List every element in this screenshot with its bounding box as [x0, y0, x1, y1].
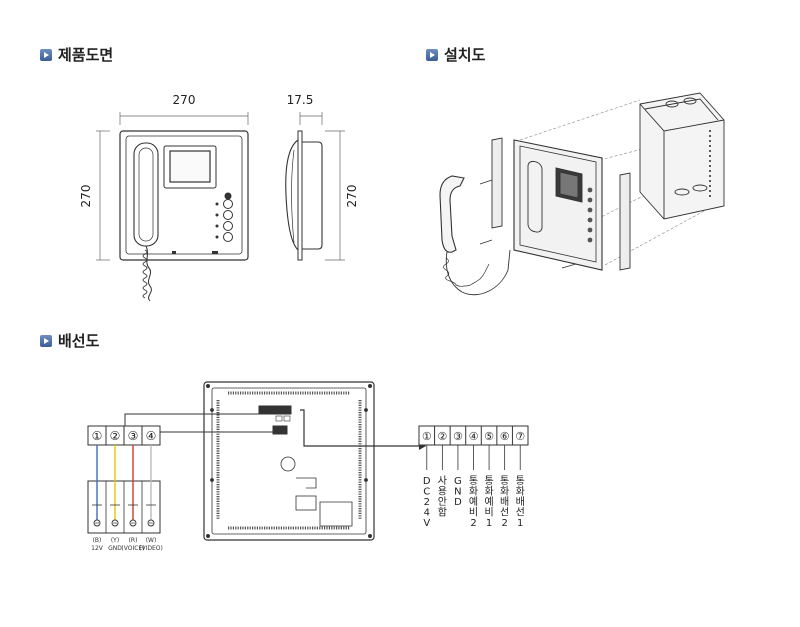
terminal-label-char: 사 [438, 475, 447, 487]
section-header-wiring: 배선도 [40, 330, 99, 351]
terminal-label-char: 예 [484, 496, 493, 508]
terminal-number: ④ [146, 429, 157, 443]
terminal-number: ② [110, 429, 121, 443]
section-title: 제품도면 [58, 46, 114, 64]
terminal-label-char: 화 [484, 486, 493, 498]
wire-name: (VOICE) [121, 545, 144, 552]
terminal-number: ② [437, 430, 447, 443]
dim-side-height: 270 [345, 185, 359, 208]
terminal-label-char: D [423, 476, 431, 487]
terminal-label-char: 1 [486, 518, 492, 529]
wire-code: (R) [129, 537, 138, 544]
terminal-label-char: 2 [501, 518, 507, 529]
wire-code: (Y) [111, 537, 119, 544]
terminal-label-char: 1 [517, 518, 523, 529]
section-header-install: 설치도 [426, 44, 485, 65]
wire-name: 12V [91, 545, 104, 552]
terminal-label-char: 화 [500, 486, 509, 498]
terminal-label-char: 예 [469, 496, 478, 508]
dim-side-depth: 17.5 [287, 93, 314, 107]
terminal-label-char: D [454, 497, 462, 508]
section-header-drawing: 제품도면 [40, 44, 113, 65]
terminal-number: ⑥ [500, 430, 510, 443]
section-title: 배선도 [58, 332, 100, 350]
wire-name: GND [108, 545, 122, 552]
terminal-label-char: 통 [469, 475, 478, 487]
dim-front-height: 270 [79, 185, 93, 208]
terminal-label-char: 함 [438, 507, 447, 519]
terminal-label-char: 배 [500, 496, 509, 508]
terminal-label-char: 비 [484, 507, 493, 519]
terminal-label-char: 안 [438, 496, 447, 508]
terminal-number: ⑤ [484, 430, 494, 443]
left-terminal-block: ① (B)12V ② (Y)GND ③ (R)(VOICE) ④ (W)(VIDEO) [87, 425, 163, 552]
arrow-bullet-icon [426, 48, 438, 61]
back-panel [203, 381, 375, 541]
terminal-label-char: N [454, 487, 461, 498]
terminal-number: ③ [128, 429, 139, 443]
terminal-label-char: V [423, 518, 430, 529]
wire-code: (W) [146, 537, 157, 544]
terminal-label-char: 배 [516, 496, 525, 508]
side-view-drawing [285, 112, 345, 261]
terminal-label-char: 통 [484, 475, 493, 487]
terminal-label-char: 선 [516, 507, 525, 519]
wire-name: (VIDEO) [139, 545, 163, 552]
terminal-label-char: 화 [469, 486, 478, 498]
arrow-bullet-icon [40, 334, 52, 347]
dim-front-width: 270 [173, 93, 196, 107]
terminal-label-char: G [454, 476, 462, 487]
terminal-label-char: 통 [500, 475, 509, 487]
terminal-label-char: C [423, 487, 430, 498]
section-title: 설치도 [444, 46, 486, 64]
terminal-label-char: 2 [424, 497, 430, 508]
terminal-label-char: 화 [516, 486, 525, 498]
front-view-drawing [96, 112, 249, 302]
wire-code: (B) [93, 537, 102, 544]
terminal-label-char: 통 [516, 475, 525, 487]
terminal-label-char: 2 [470, 518, 476, 529]
terminal-number: ⑦ [515, 430, 525, 443]
arrow-bullet-icon [40, 48, 52, 61]
terminal-number: ③ [453, 430, 463, 443]
terminal-label-char: 비 [469, 507, 478, 519]
terminal-label-char: 선 [500, 507, 509, 519]
terminal-number: ① [92, 429, 103, 443]
terminal-label-char: 용 [438, 486, 447, 498]
terminal-number: ① [422, 430, 432, 443]
install-diagram [439, 92, 725, 296]
terminal-number: ④ [469, 430, 479, 443]
terminal-label-char: 4 [424, 508, 430, 519]
